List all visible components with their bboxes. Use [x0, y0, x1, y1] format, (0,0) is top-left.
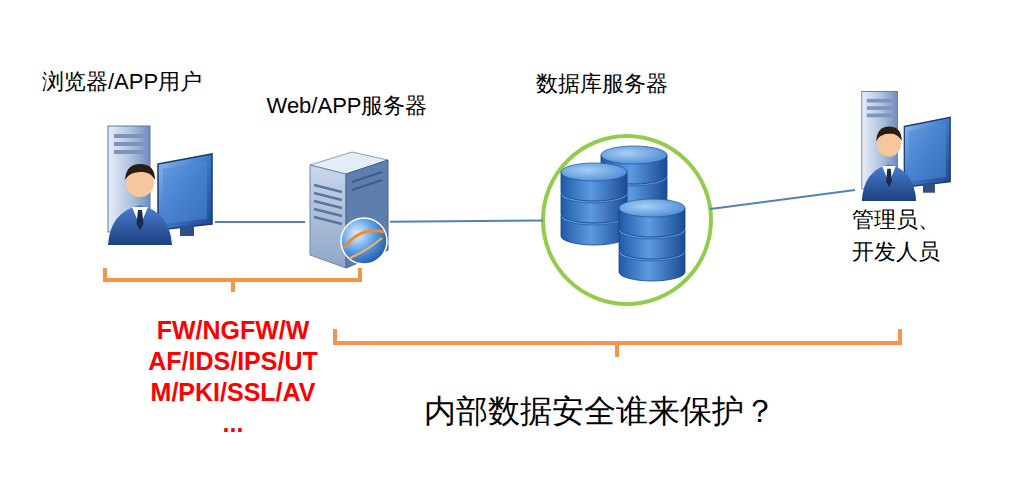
user-node: 浏览器/APP用户	[100, 120, 215, 245]
node-label-box: 数据库服务器	[536, 70, 668, 99]
connector-line	[390, 221, 543, 222]
web-server-node: Web/APP服务器	[305, 150, 390, 272]
database-figure	[543, 136, 711, 304]
connector-line	[710, 190, 855, 209]
node-label: 数据库服务器	[536, 70, 668, 99]
question-text: 内部数据安全谁来保护？	[424, 392, 776, 430]
bracket	[335, 329, 900, 357]
node-label-box: 管理员、 开发人员	[852, 204, 947, 268]
node-label: 管理员、 开发人员	[852, 204, 947, 268]
node-label: Web/APP服务器	[267, 92, 428, 121]
node-label-box: Web/APP服务器	[267, 92, 428, 121]
node-label: 浏览器/APP用户	[42, 68, 202, 97]
product-list-box: FW/NGFW/W AF/IDS/IPS/UT M/PKI/SSL/AV ...	[146, 315, 321, 439]
bracket	[105, 268, 360, 292]
connector-line	[215, 221, 305, 223]
admin-figure	[862, 92, 950, 201]
product-list: FW/NGFW/W AF/IDS/IPS/UT M/PKI/SSL/AV ...	[146, 315, 321, 439]
admin-node: 管理员、 开发人员	[855, 86, 953, 202]
database-node: 数据库服务器	[543, 136, 711, 304]
user-figure	[108, 126, 212, 245]
node-label-box: 浏览器/APP用户	[42, 68, 202, 97]
server-figure	[310, 152, 388, 268]
question-text-box: 内部数据安全谁来保护？	[424, 392, 776, 430]
